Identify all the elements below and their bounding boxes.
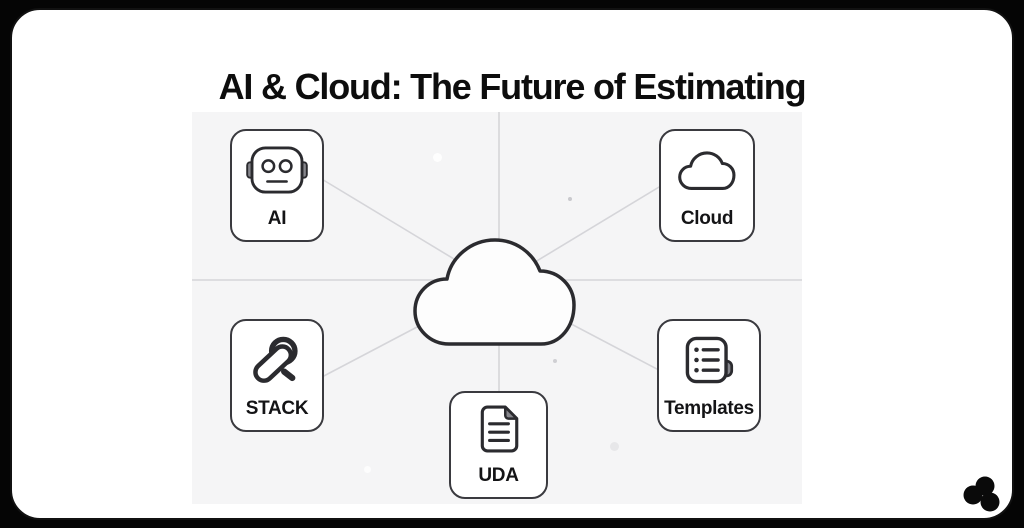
slide-title: AI & Cloud: The Future of Estimating <box>218 66 807 107</box>
node-uda: UDA <box>449 391 548 499</box>
node-ai: AI <box>230 129 324 242</box>
node-uda-label: UDA <box>478 465 519 486</box>
decor-dot <box>610 442 619 451</box>
node-stack: STACK <box>230 319 324 432</box>
robot-icon <box>232 131 322 208</box>
node-templates-label: Templates <box>664 398 754 419</box>
central-cloud-icon <box>413 238 576 346</box>
node-templates: Templates <box>657 319 761 432</box>
decor-dot <box>433 153 442 162</box>
node-cloud-label: Cloud <box>680 208 734 229</box>
node-ai-label: AI <box>267 208 287 229</box>
node-cloud: Cloud <box>659 129 755 242</box>
stack-loop-icon <box>232 321 322 398</box>
cloud-icon <box>661 131 753 208</box>
node-stack-label: STACK <box>245 398 309 419</box>
decor-dot <box>568 197 572 201</box>
slide-card: AI & Cloud: The Future of Estimating <box>10 8 1014 520</box>
decor-dot <box>553 359 557 363</box>
trefoil-logo <box>963 476 1000 512</box>
document-icon <box>451 393 546 465</box>
decor-dot <box>364 466 371 473</box>
diagram-canvas: AI Cloud <box>192 112 802 504</box>
list-icon <box>659 321 759 398</box>
